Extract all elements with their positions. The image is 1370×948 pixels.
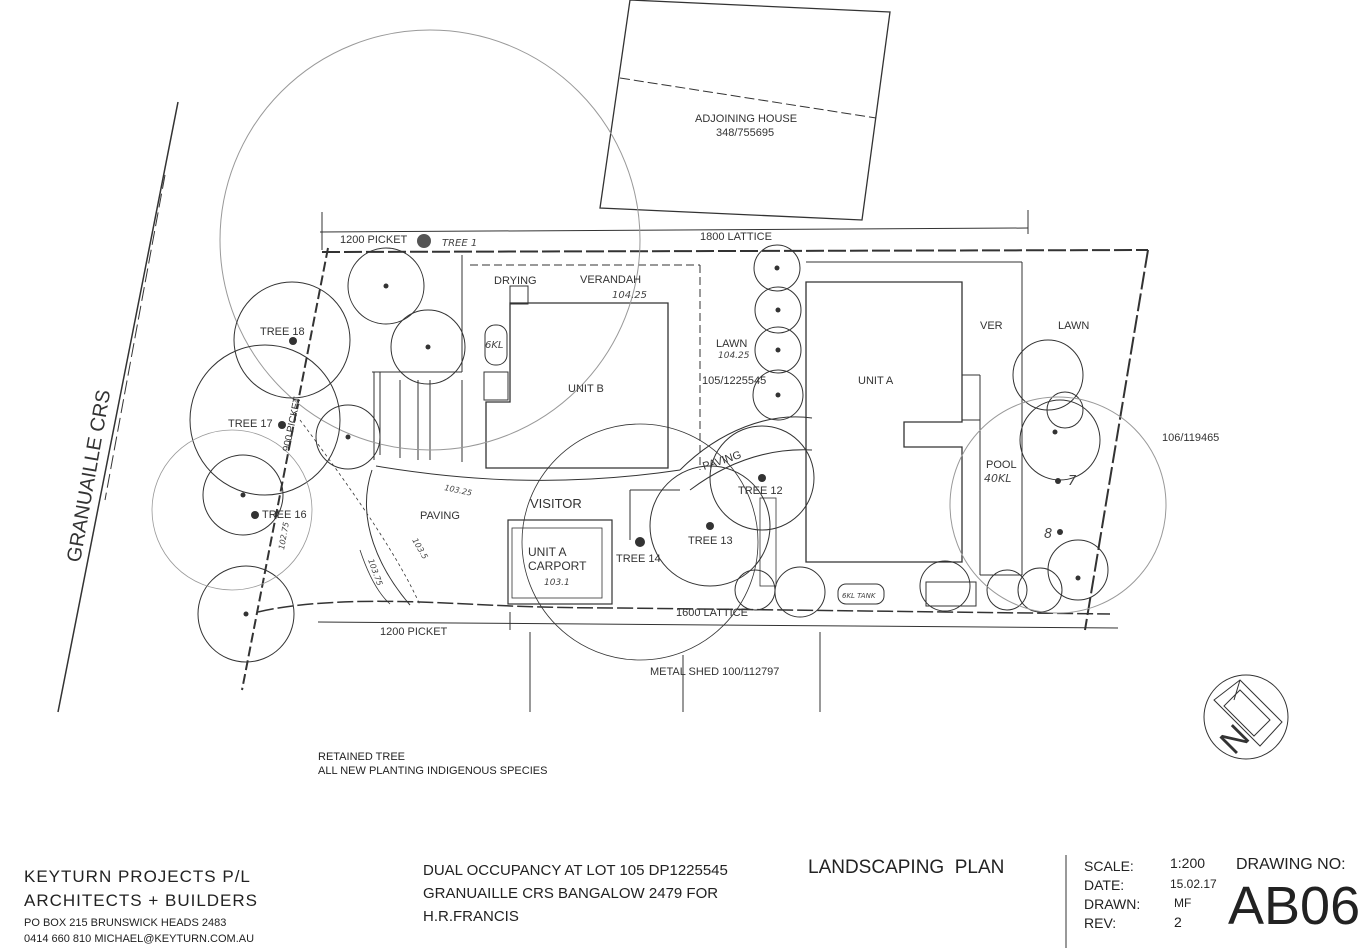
metal-shed [529, 632, 821, 712]
ver-label: VER [980, 320, 1003, 332]
tree-17-label: TREE 17 [228, 418, 273, 430]
rainwater-tank-b: 6KL [485, 340, 504, 351]
drying-label: DRYING [494, 275, 537, 287]
project-line-1: DUAL OCCUPANCY AT LOT 105 DP1225545 [423, 862, 728, 879]
adjoining-house-lot: 348/755695 [716, 127, 774, 139]
unit-a-building [805, 261, 1023, 576]
tree-18-label: TREE 18 [260, 326, 305, 338]
carport [507, 489, 680, 605]
company-subtitle: ARCHITECTS + BUILDERS [24, 891, 259, 910]
scale-value: 1:200 [1170, 855, 1206, 871]
level-label-1: 103.25 [444, 483, 473, 498]
company-address: PO BOX 215 BRUNSWICK HEADS 2483 [24, 917, 227, 929]
fence-label-bottom-left: 1200 PICKET [380, 626, 448, 638]
drawing-title: LANDSCAPING PLAN [808, 857, 1005, 878]
adjoining-house [599, 0, 891, 221]
metal-shed-label: METAL SHED 100/112797 [650, 666, 779, 678]
project-line-3: H.R.FRANCIS [423, 908, 519, 925]
tree-14-label: TREE 14 [616, 553, 661, 565]
small-structures [759, 497, 977, 607]
unit-b-building [470, 264, 701, 470]
note-retained-tree: RETAINED TREE [318, 751, 405, 763]
verandah-label: VERANDAH [580, 274, 641, 286]
drawn-value: MF [1174, 896, 1192, 910]
project-line-2: GRANUAILLE CRS BANGALOW 2479 FOR [423, 885, 719, 902]
level-label-2: 103.5 [410, 537, 429, 561]
level-label-4: 102.75 [277, 521, 291, 550]
scale-label: SCALE: [1084, 858, 1134, 874]
verandah-level: 104.25 [612, 290, 647, 301]
unit-b-label: UNIT B [568, 383, 604, 395]
tree-12-label: TREE 12 [738, 485, 783, 497]
visitor-label: VISITOR [530, 496, 582, 511]
company-contact: 0414 660 810 MICHAEL@KEYTURN.COM.AU [24, 933, 255, 945]
pool-tank-label: 40KL [984, 472, 1011, 485]
plan-labels: GRANUAILLE CRS ADJOINING HOUSE 348/75569… [63, 113, 1219, 678]
date-value: 15.02.17 [1170, 877, 1217, 891]
tree-13-label: TREE 13 [688, 535, 733, 547]
unit-a-label: UNIT A [858, 375, 894, 387]
street-edge-lines [57, 101, 329, 713]
date-label: DATE: [1084, 877, 1125, 893]
tree-16-label: TREE 16 [262, 509, 307, 521]
tree-7-label: 7 [1068, 474, 1077, 489]
drawn-label: DRAWN: [1084, 896, 1141, 912]
fence-label-top-right: 1800 LATTICE [700, 231, 772, 243]
carport-label-2: CARPORT [528, 559, 587, 573]
tank-label: 6KL TANK [842, 592, 877, 600]
fence-label-bottom-right: 1600 LATTICE [676, 607, 748, 619]
tree-trunks [240, 234, 1081, 617]
carport-label-1: UNIT A [528, 545, 566, 559]
site-boundary [257, 210, 1149, 631]
lot-right: 106/119465 [1162, 432, 1219, 444]
rev-label: REV: [1084, 915, 1117, 931]
lawn-mid-level: 104.25 [718, 351, 750, 361]
tree-1-label: TREE 1 [442, 238, 477, 249]
tree-8-label: 8 [1044, 527, 1052, 542]
carport-level: 103.1 [544, 578, 570, 588]
fence-label-top-left: 1200 PICKET [340, 234, 408, 246]
tree-canopies [151, 29, 1167, 663]
drawing-number-label: DRAWING NO: [1236, 856, 1346, 873]
rev-value: 2 [1174, 914, 1182, 930]
company-name: KEYTURN PROJECTS P/L [24, 867, 251, 886]
paving-edges [299, 416, 813, 606]
pool-label: POOL [986, 459, 1017, 471]
north-arrow: N [1203, 674, 1289, 762]
drawing-number: AB06 [1228, 876, 1361, 936]
lot-number: 105/1225545 [702, 375, 766, 387]
street-name: GRANUAILLE CRS [63, 388, 115, 564]
lawn-right-label: LAWN [1058, 320, 1089, 332]
lawn-mid-label: LAWN [716, 338, 747, 350]
paving-left-label: PAVING [420, 510, 460, 522]
adjoining-house-label: ADJOINING HOUSE [695, 113, 797, 125]
north-arrow-letter: N [1213, 717, 1257, 761]
note-planting: ALL NEW PLANTING INDIGENOUS SPECIES [318, 765, 548, 777]
